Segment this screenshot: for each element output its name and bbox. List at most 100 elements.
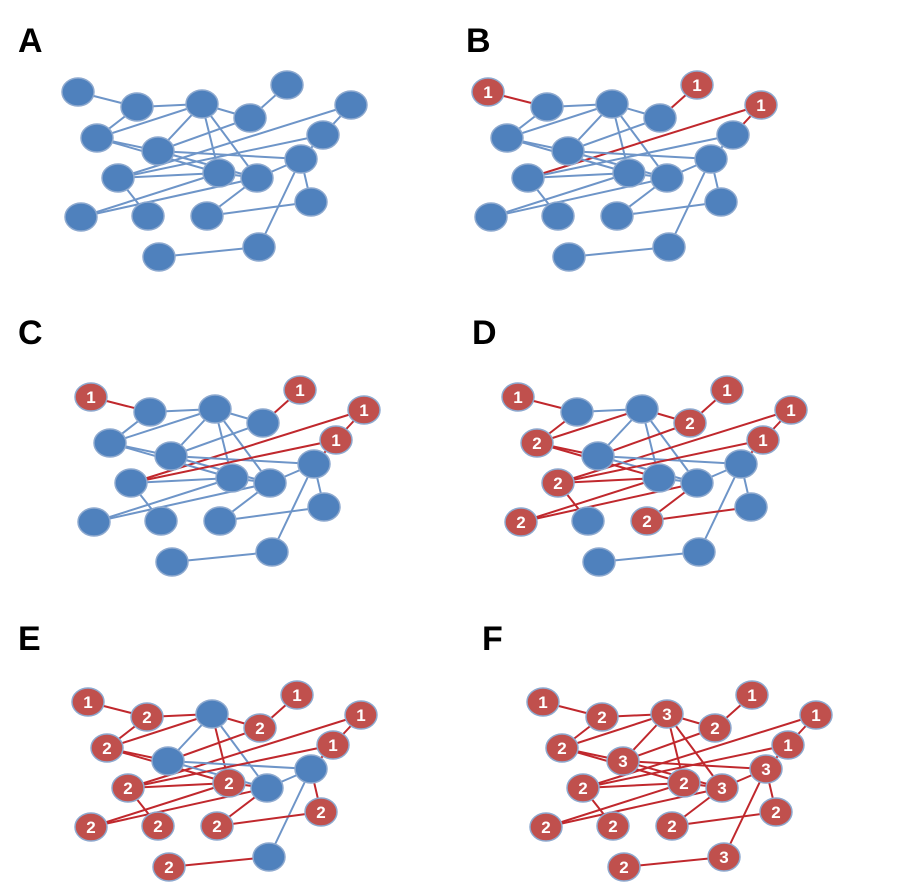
labeled-node — [74, 382, 108, 412]
edge — [271, 463, 315, 553]
edge — [520, 477, 660, 523]
edge — [616, 201, 722, 217]
node — [334, 90, 368, 120]
edge — [582, 782, 685, 789]
edge — [109, 408, 216, 444]
panel-letter: E — [18, 620, 41, 658]
node — [101, 163, 135, 193]
labeled-node — [71, 687, 105, 717]
edge — [80, 172, 220, 218]
node — [307, 492, 341, 522]
node — [151, 746, 185, 776]
node-label: 2 — [619, 858, 628, 877]
labeled-node — [344, 700, 378, 730]
node — [716, 120, 750, 150]
node — [144, 506, 178, 536]
panel-letter: C — [18, 314, 43, 352]
node-label: 2 — [224, 774, 233, 793]
node — [80, 123, 114, 153]
node — [114, 468, 148, 498]
panel-letter: F — [482, 620, 503, 658]
edge — [623, 856, 725, 868]
edge — [117, 172, 220, 179]
node — [582, 547, 616, 577]
node — [93, 428, 127, 458]
edge — [723, 768, 767, 858]
node-label: 2 — [153, 817, 162, 836]
node-label: 1 — [292, 686, 301, 705]
labeled-node — [280, 680, 314, 710]
labeled-node — [596, 811, 630, 841]
labeled-node — [710, 375, 744, 405]
node-label: 1 — [811, 706, 820, 725]
edge — [117, 134, 324, 179]
node — [581, 441, 615, 471]
node — [270, 70, 304, 100]
edge — [127, 714, 362, 789]
node-label: 2 — [771, 803, 780, 822]
node-label: 3 — [662, 705, 671, 724]
labeled-node — [74, 812, 108, 842]
node-label: 3 — [618, 752, 627, 771]
node — [252, 842, 286, 872]
node — [185, 89, 219, 119]
node-label: 1 — [483, 83, 492, 102]
node — [680, 468, 714, 498]
labeled-node — [526, 687, 560, 717]
labeled-node — [655, 811, 689, 841]
node — [154, 441, 188, 471]
labeled-node — [471, 77, 505, 107]
edge — [545, 782, 685, 828]
edge — [582, 744, 789, 789]
node — [652, 232, 686, 262]
node — [198, 394, 232, 424]
node — [490, 123, 524, 153]
labeled-node — [673, 408, 707, 438]
labeled-node — [316, 730, 350, 760]
edge — [582, 714, 817, 789]
edge — [216, 811, 322, 827]
labeled-node — [141, 811, 175, 841]
node — [734, 492, 768, 522]
node — [142, 242, 176, 272]
edge — [206, 201, 312, 217]
edge — [646, 506, 752, 522]
node-label: 2 — [679, 774, 688, 793]
node-label: 2 — [142, 708, 151, 727]
node — [242, 232, 276, 262]
node — [642, 463, 676, 493]
edge — [561, 713, 668, 749]
edge — [168, 856, 270, 868]
edge — [527, 134, 734, 179]
node-label: 3 — [717, 779, 726, 798]
node-label: 2 — [123, 779, 132, 798]
node — [190, 201, 224, 231]
node — [250, 773, 284, 803]
node — [141, 136, 175, 166]
edge — [557, 409, 792, 484]
node-label: 3 — [761, 760, 770, 779]
node — [541, 201, 575, 231]
edge — [96, 103, 203, 139]
node — [612, 158, 646, 188]
node-label: 1 — [756, 96, 765, 115]
labeled-node — [520, 428, 554, 458]
node-label: 2 — [557, 739, 566, 758]
labeled-node — [650, 699, 684, 729]
labeled-node — [130, 702, 164, 732]
labeled-node — [698, 713, 732, 743]
labeled-node — [667, 768, 701, 798]
node — [255, 537, 289, 567]
node-label: 2 — [86, 818, 95, 837]
node — [133, 397, 167, 427]
edge — [219, 506, 325, 522]
edge — [130, 439, 337, 484]
labeled-node — [774, 395, 808, 425]
panel-letter: D — [472, 314, 497, 352]
edge — [93, 477, 233, 523]
labeled-node — [111, 773, 145, 803]
